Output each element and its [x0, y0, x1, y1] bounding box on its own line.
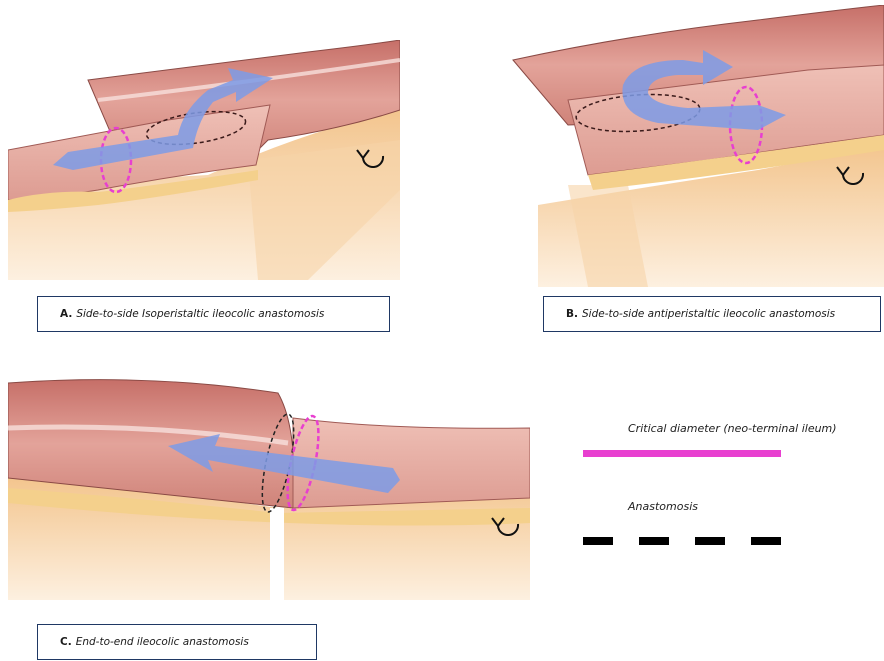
- panel-label-c: C.: [60, 636, 72, 648]
- panel-c-illustration: [8, 368, 530, 600]
- legend-anastomosis-label: Anastomosis: [628, 500, 698, 513]
- panel-b-illustration: [508, 5, 884, 287]
- legend-critical-diameter-line: [583, 450, 781, 457]
- legend-anastomosis-line: [583, 537, 781, 545]
- panel-caption-a: Side-to-side Isoperistaltic ileocolic an…: [76, 308, 324, 320]
- caption-panel-c: C. End-to-end ileocolic anastomosis: [37, 624, 317, 660]
- legend-critical-diameter-label: Critical diameter (neo-terminal ileum): [628, 422, 837, 435]
- caption-panel-a: A. Side-to-side Isoperistaltic ileocolic…: [37, 296, 390, 332]
- panel-label-b: B.: [566, 308, 578, 320]
- caption-panel-b: B. Side-to-side antiperistaltic ileocoli…: [543, 296, 881, 332]
- panel-label-a: A.: [60, 308, 72, 320]
- panel-caption-b: Side-to-side antiperistaltic ileocolic a…: [582, 308, 835, 320]
- panel-caption-c: End-to-end ileocolic anastomosis: [76, 636, 249, 648]
- panel-a-illustration: [8, 40, 400, 280]
